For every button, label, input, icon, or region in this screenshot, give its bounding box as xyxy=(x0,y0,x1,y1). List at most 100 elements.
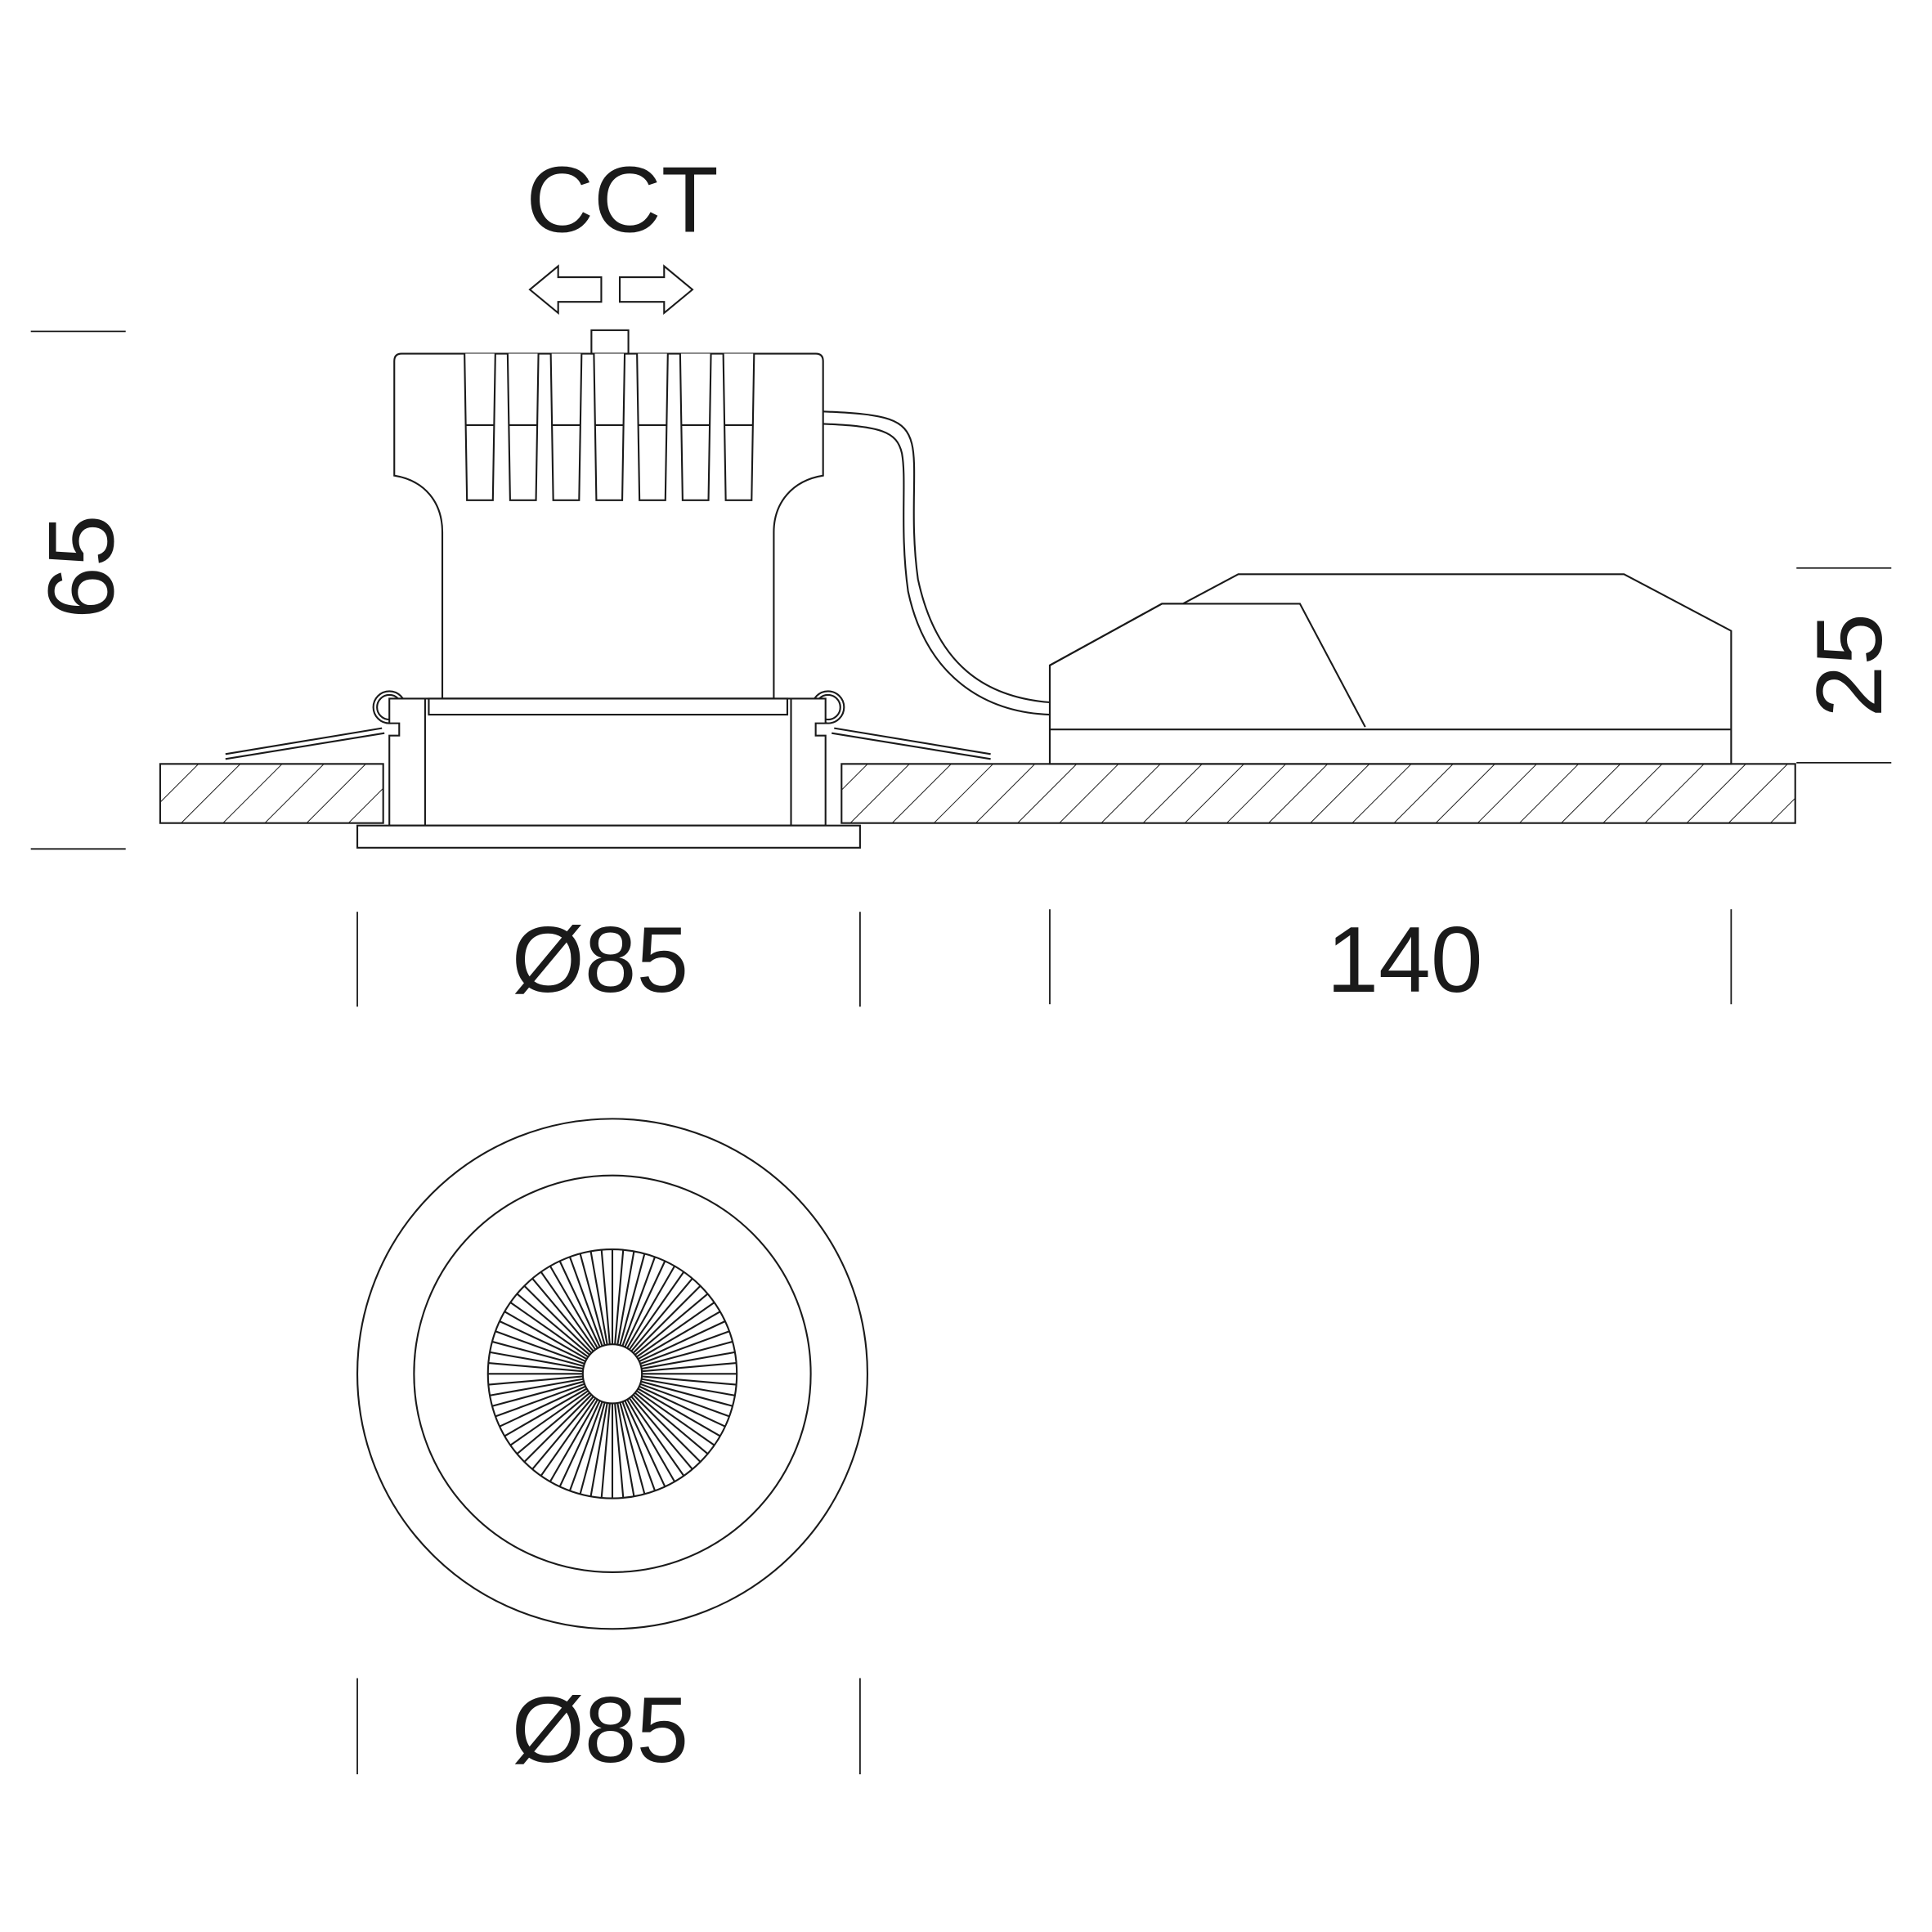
reflector-facet-line xyxy=(523,1394,593,1463)
reflector-facet-line xyxy=(641,1378,736,1396)
dim-25-label: 25 xyxy=(1797,613,1902,717)
reflector-facet-line xyxy=(523,1284,593,1354)
reflector-facet-line xyxy=(589,1251,608,1345)
reflector-facet-line xyxy=(489,1378,584,1396)
dim-65-label: 65 xyxy=(29,515,134,619)
heatsink-fin xyxy=(464,353,496,501)
dimension-diameter-top: Ø85 xyxy=(356,1678,861,1782)
ceiling-section-left xyxy=(159,763,384,824)
reflector-facet-line xyxy=(628,1271,685,1351)
reflector-circle xyxy=(486,1248,738,1499)
reflector-facet-line xyxy=(639,1385,726,1428)
reflector-facet-line xyxy=(637,1311,721,1360)
reflector-facet-line xyxy=(630,1278,693,1352)
reflector-facet-line xyxy=(626,1399,676,1482)
heatsink xyxy=(393,329,824,700)
reflector-facet-line xyxy=(568,1401,603,1491)
reflector-facet-line xyxy=(540,1271,597,1351)
reflector-facet-line xyxy=(632,1284,702,1354)
led-center-circle xyxy=(581,1343,643,1405)
reflector-facet-line xyxy=(634,1293,709,1356)
trim-ring xyxy=(356,697,861,849)
arrow-right-icon xyxy=(618,264,694,316)
dim-85-label: Ø85 xyxy=(512,908,688,1012)
reflector-facet-line xyxy=(624,1260,666,1347)
dimension-height-total: 65 xyxy=(29,330,134,850)
dim-140-label: 140 xyxy=(1326,908,1482,1012)
reflector-facet-line xyxy=(509,1302,589,1358)
reflector-facet-line xyxy=(640,1340,733,1367)
reflector-facet-line xyxy=(488,1375,584,1386)
reflector-facet-line xyxy=(549,1265,598,1349)
reflector-facet-line xyxy=(619,1401,646,1495)
reflector-facet-line xyxy=(641,1351,736,1370)
heatsink-fin xyxy=(636,353,669,501)
cable xyxy=(823,410,1051,716)
reflector-facet-line xyxy=(621,1401,657,1491)
heatsink-fin xyxy=(679,353,712,501)
heatsink-fin xyxy=(506,353,540,501)
reflector-facet-line xyxy=(589,1402,608,1497)
reflector-facet-line xyxy=(624,1400,666,1487)
reflector-facet-line xyxy=(630,1396,693,1470)
reflector-facet-line xyxy=(488,1362,584,1373)
reflector-facet-line xyxy=(637,1387,721,1437)
reflector-facet-line xyxy=(558,1260,601,1347)
reflector-facet-line xyxy=(540,1397,597,1477)
reflector-facet-line xyxy=(509,1390,589,1446)
inner-ring-circle xyxy=(413,1174,812,1574)
reflector-facet-line xyxy=(636,1302,715,1358)
reflector-facet-line xyxy=(491,1340,585,1367)
reflector-facet-line xyxy=(628,1397,685,1477)
reflector-facet-line xyxy=(489,1351,584,1370)
reflector-facet-line xyxy=(495,1383,585,1418)
heatsink-fin xyxy=(722,353,755,501)
reflector-facet-line xyxy=(616,1251,635,1345)
reflector-facet-line xyxy=(600,1249,611,1345)
reflector-facet-line xyxy=(568,1256,603,1347)
driver-box xyxy=(1048,573,1733,765)
reflector-facet-line xyxy=(499,1385,586,1428)
ceiling-section-right xyxy=(840,763,1796,824)
reflector-facet-line xyxy=(621,1256,657,1347)
reflector-facet-line xyxy=(639,1320,726,1362)
reflector-facet-line xyxy=(640,1380,733,1407)
reflector-facet-line xyxy=(579,1253,606,1346)
reflector-facet-line xyxy=(634,1392,709,1455)
reflector-facet-line xyxy=(636,1390,715,1446)
reflector-facet-line xyxy=(619,1253,646,1346)
reflector-facet-line xyxy=(516,1392,590,1455)
reflector-facet-line xyxy=(516,1293,590,1356)
dimension-height-driver: 25 xyxy=(1796,567,1902,764)
reflector-facet-line xyxy=(639,1330,730,1365)
reflector-facet-line xyxy=(579,1401,606,1495)
reflector-facet-line xyxy=(616,1402,635,1497)
reflector-facet-line xyxy=(626,1265,676,1349)
reflector-facet-line xyxy=(614,1403,625,1499)
cct-switch xyxy=(590,329,630,355)
reflector-facet-line xyxy=(558,1400,601,1487)
reflector-facet-line xyxy=(641,1375,737,1386)
reflector-facets xyxy=(487,1249,737,1499)
reflector-facet-line xyxy=(600,1403,611,1499)
dim-85-top-label: Ø85 xyxy=(512,1678,688,1782)
reflector-facet-line xyxy=(531,1396,594,1470)
outer-flange-circle xyxy=(356,1118,868,1630)
reflector-facet-line xyxy=(614,1249,625,1345)
top-view xyxy=(356,1118,868,1630)
reflector-facet-line xyxy=(495,1330,585,1365)
reflector-facet-line xyxy=(549,1399,598,1482)
cct-label: CCT xyxy=(526,147,718,252)
trim-flange xyxy=(356,824,861,849)
reflector-facet-line xyxy=(632,1394,702,1463)
reflector-facet-line xyxy=(504,1387,588,1437)
reflector-facet-line xyxy=(491,1380,585,1407)
reflector-facet-line xyxy=(531,1278,594,1352)
reflector-facet-line xyxy=(639,1383,730,1418)
reflector-facet-line xyxy=(504,1311,588,1360)
dimension-driver-length: 140 xyxy=(1049,908,1733,1012)
heatsink-fin xyxy=(549,353,583,501)
heatsink-fin xyxy=(593,353,626,501)
